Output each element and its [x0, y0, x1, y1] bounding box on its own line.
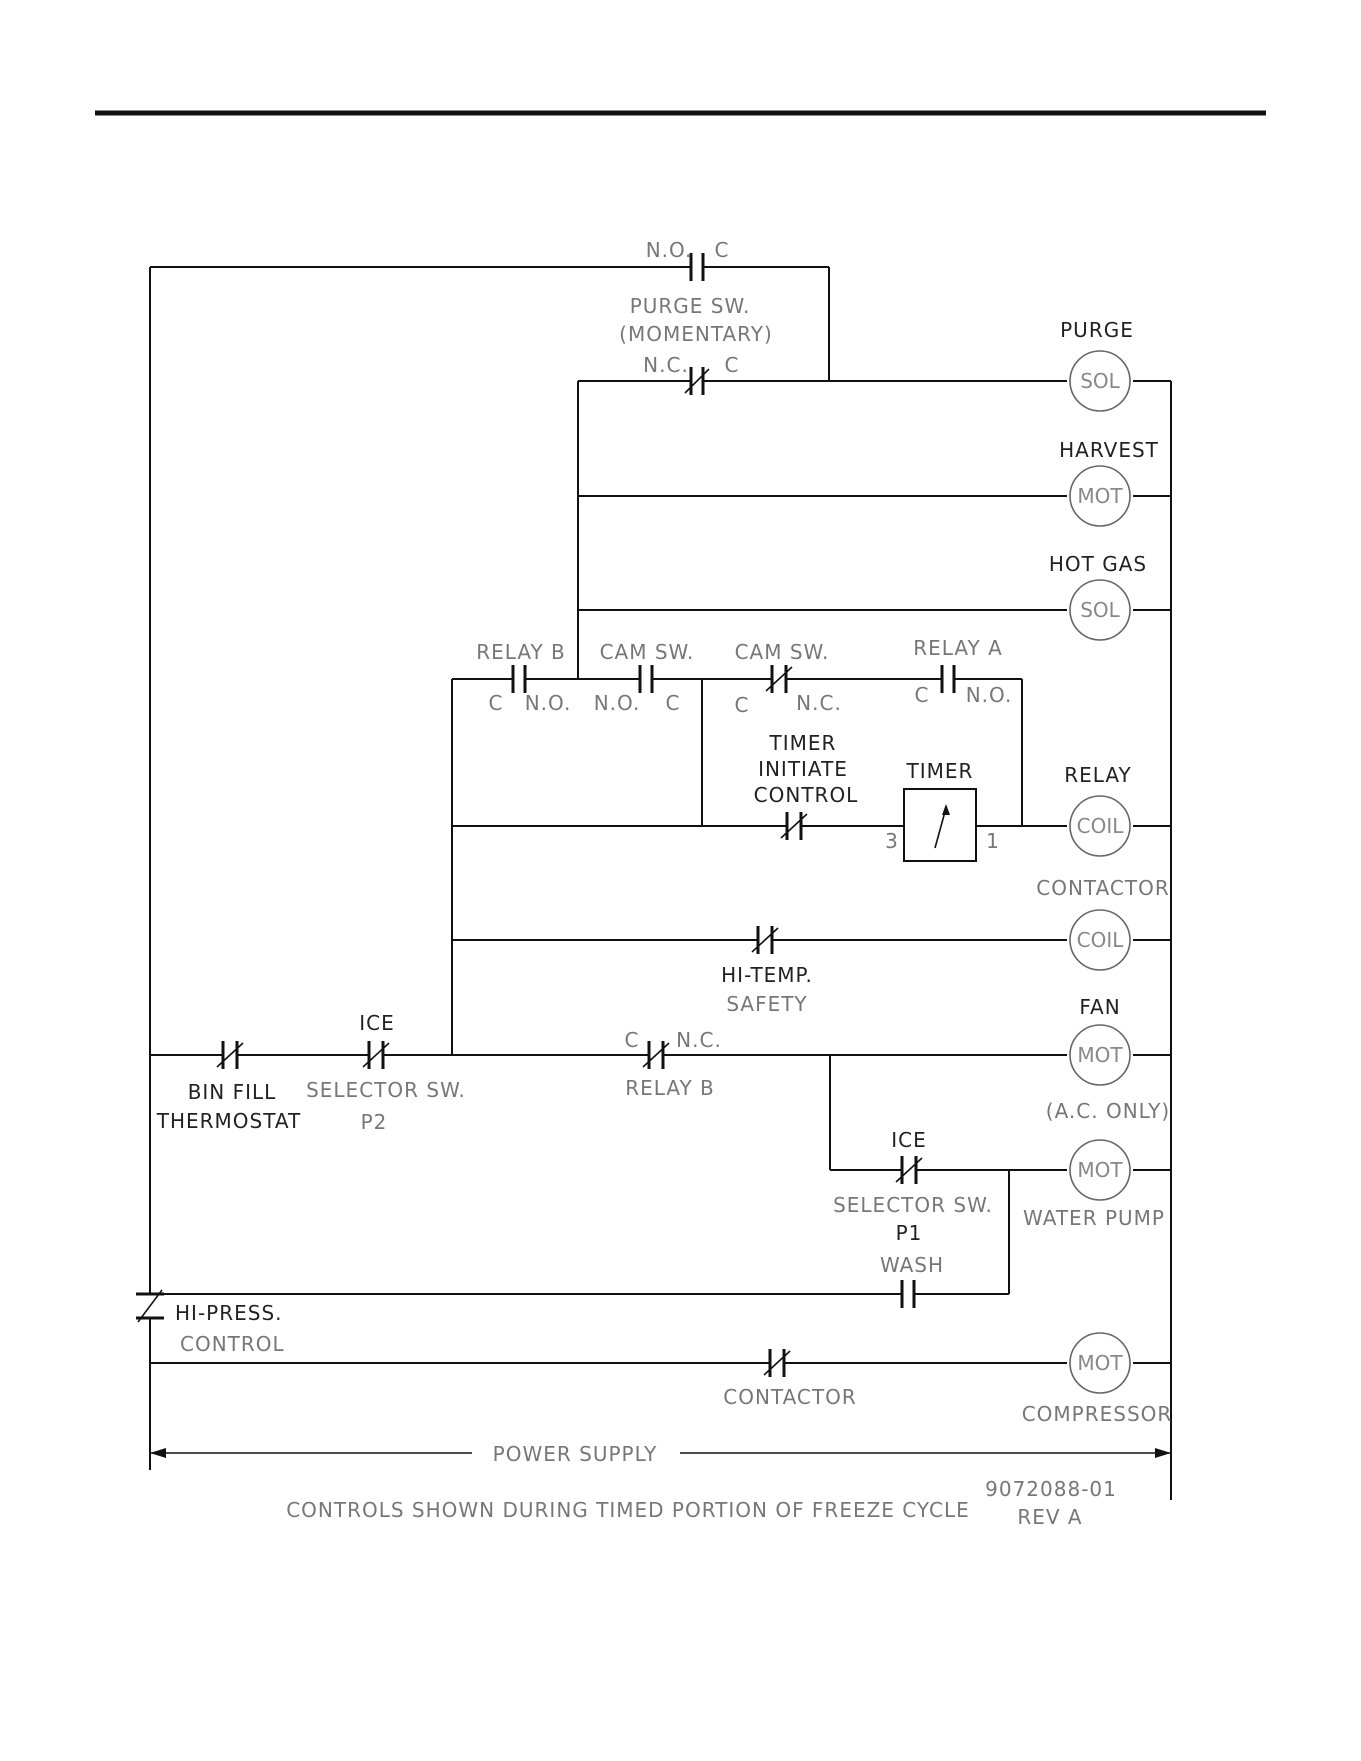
purge-switch-nc-contact: [684, 367, 710, 395]
svg-text:COIL: COIL: [1077, 928, 1125, 952]
selector-p2-nc-contact: [362, 1041, 390, 1069]
bin-fill-nc-contact: [216, 1041, 244, 1069]
cam-switch-2-label: CAM SW.: [735, 640, 830, 664]
relay-b-bottom-nc-label: N.C.: [676, 1028, 722, 1052]
relay-a-no-contact: [940, 665, 956, 693]
water-pump-motor: MOT: [1069, 1139, 1131, 1201]
svg-text:MOT: MOT: [1077, 484, 1123, 508]
timer-initiate-label-2: INITIATE: [758, 757, 848, 781]
bin-fill-label-1: BIN FILL: [188, 1080, 277, 1104]
purge-switch-no-contact: [689, 253, 705, 281]
contactor-load-label: CONTACTOR: [1036, 876, 1169, 900]
bin-fill-label-2: THERMOSTAT: [156, 1109, 302, 1133]
fan-motor: MOT: [1069, 1024, 1131, 1086]
contacts: [136, 253, 956, 1377]
timer-box: [903, 788, 977, 862]
relay-b-c-label: C: [489, 691, 504, 715]
cam-switch-no-contact: [638, 665, 654, 693]
purge-switch-c-bottom-label: C: [725, 353, 740, 377]
drawing-number: 9072088-01: [985, 1477, 1117, 1501]
svg-text:SOL: SOL: [1080, 598, 1120, 622]
svg-text:COIL: COIL: [1077, 814, 1125, 838]
purge-switch-nc-label: N.C.: [643, 353, 689, 377]
wash-no-contact: [900, 1280, 916, 1308]
timer-label: TIMER: [906, 759, 974, 783]
relay-b-no-label: N.O.: [525, 691, 572, 715]
labels: N.O. C PURGE SW. (MOMENTARY) N.C. C PURG…: [156, 238, 1173, 1529]
timer-initiate-label-3: CONTROL: [754, 783, 859, 807]
harvest-motor: MOT: [1069, 465, 1131, 527]
cam-switch-nc-contact: [765, 665, 793, 693]
harvest-load-label: HARVEST: [1059, 438, 1159, 462]
fan-load-label: FAN: [1079, 995, 1120, 1019]
compressor-label: COMPRESSOR: [1022, 1402, 1173, 1426]
selector-p2-position-label: P2: [361, 1110, 388, 1134]
power-supply-dimension: [150, 1448, 1171, 1458]
relay-a-no-label: N.O.: [966, 683, 1013, 707]
svg-text:MOT: MOT: [1077, 1158, 1123, 1182]
relay-b-no-contact: [511, 665, 527, 693]
ac-only-label: (A.C. ONLY): [1046, 1099, 1170, 1123]
timer-initiate-nc-contact: [780, 812, 808, 840]
hi-temp-label-1: HI-TEMP.: [721, 963, 813, 987]
ice-p2-label: ICE: [359, 1011, 395, 1035]
purge-switch-no-label: N.O.: [646, 238, 693, 262]
cam-switch-2-c-label: C: [735, 693, 750, 717]
hi-temp-nc-contact: [751, 926, 779, 954]
power-supply-label: POWER SUPPLY: [493, 1442, 658, 1466]
contactor-contact-label: CONTACTOR: [723, 1385, 856, 1409]
cam-switch-1-label: CAM SW.: [600, 640, 695, 664]
purge-switch-momentary-label: (MOMENTARY): [619, 322, 773, 346]
hi-press-nc-contact: [136, 1289, 164, 1323]
hi-press-label-2: CONTROL: [180, 1332, 285, 1356]
contactor-coil: COIL: [1069, 909, 1131, 971]
revision-label: REV A: [1017, 1505, 1082, 1529]
timer-pin-3-label: 3: [885, 829, 899, 853]
hi-temp-label-2: SAFETY: [726, 992, 807, 1016]
relay-b-bottom-c-label: C: [625, 1028, 640, 1052]
timer-needle-head: [942, 804, 950, 815]
cam-switch-1-no-label: N.O.: [594, 691, 641, 715]
cam-switch-2-nc-label: N.C.: [796, 691, 842, 715]
relay-a-c-label: C: [915, 683, 930, 707]
relay-b-nc-contact: [642, 1041, 670, 1069]
relay-load-label: RELAY: [1064, 763, 1131, 787]
selector-p1-position-label: P1: [896, 1221, 923, 1245]
compressor-motor: MOT: [1069, 1332, 1131, 1394]
purge-switch-c-top-label: C: [715, 238, 730, 262]
timer-pin-1-label: 1: [986, 829, 1000, 853]
hi-press-label-1: HI-PRESS.: [175, 1301, 283, 1325]
purge-load-label: PURGE: [1060, 318, 1134, 342]
ice-p1-label: ICE: [891, 1128, 927, 1152]
cam-switch-1-c-label: C: [666, 691, 681, 715]
wash-label: WASH: [880, 1253, 944, 1277]
relay-a-label: RELAY A: [913, 636, 1003, 660]
timer-initiate-label-1: TIMER: [769, 731, 837, 755]
purge-solenoid: SOL: [1069, 350, 1131, 412]
selector-p1-nc-contact: [895, 1156, 923, 1184]
wiring: [149, 266, 1172, 1500]
svg-text:MOT: MOT: [1077, 1043, 1123, 1067]
loads: SOL MOT SOL COIL COIL MOT MOT MOT: [1069, 350, 1131, 1394]
timer-block: [903, 788, 977, 862]
relay-b-top-label: RELAY B: [476, 640, 566, 664]
svg-text:MOT: MOT: [1077, 1351, 1123, 1375]
water-pump-label: WATER PUMP: [1023, 1206, 1165, 1230]
svg-text:SOL: SOL: [1080, 369, 1120, 393]
diagram-caption: CONTROLS SHOWN DURING TIMED PORTION OF F…: [286, 1498, 970, 1522]
hot-gas-load-label: HOT GAS: [1049, 552, 1147, 576]
hot-gas-solenoid: SOL: [1069, 579, 1131, 641]
selector-p2-label: SELECTOR SW.: [306, 1078, 466, 1102]
contactor-nc-contact: [763, 1349, 791, 1377]
relay-b-bottom-label: RELAY B: [625, 1076, 715, 1100]
relay-coil: COIL: [1069, 795, 1131, 857]
selector-p1-label: SELECTOR SW.: [833, 1193, 993, 1217]
purge-switch-label: PURGE SW.: [630, 294, 751, 318]
